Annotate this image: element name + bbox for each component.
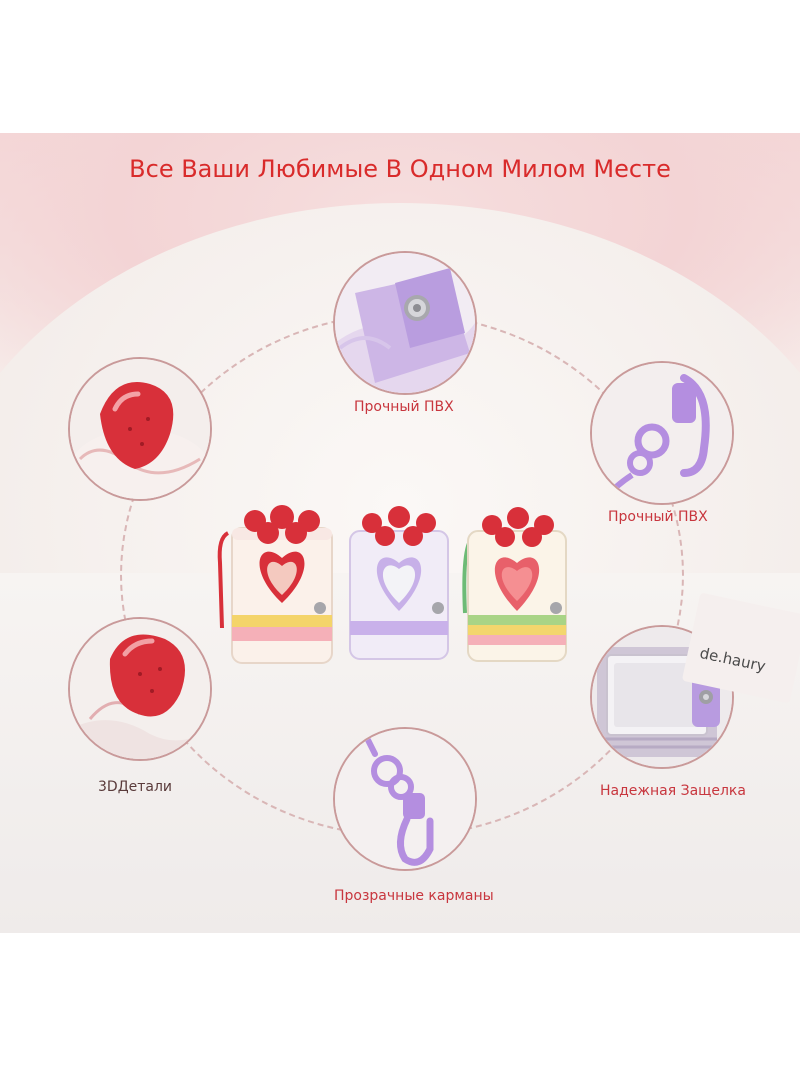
- detail-circle-strawberry-top: [68, 357, 212, 501]
- keychain-clasp-icon: [592, 363, 732, 503]
- label-right-top: Прочный ПВХ: [608, 509, 708, 525]
- album-watermelon: [462, 507, 567, 662]
- label-bottom: Прозрачные карманы: [334, 888, 494, 904]
- album-strawberry: [217, 505, 333, 664]
- label-right-bottom: Надежная Защелка: [600, 783, 746, 799]
- brand-text: de.haury: [698, 643, 768, 676]
- detail-circle-clasp: [590, 361, 734, 505]
- keychain-hook-icon: [335, 729, 475, 869]
- album-lavender: [349, 506, 449, 660]
- detail-circle-hook: [333, 727, 477, 871]
- detail-circle-pockets: [590, 625, 734, 769]
- snap-button-icon: [335, 253, 475, 393]
- headline: Все Ваши Любимые В Одном Милом Месте: [129, 155, 671, 183]
- product-photo: Все Ваши Любимые В Одном Милом Месте Про…: [0, 133, 800, 933]
- photo-albums-group: [217, 505, 567, 664]
- label-top: Прочный ПВХ: [354, 399, 454, 415]
- detail-circle-snap: [333, 251, 477, 395]
- strawberry-icon: [70, 359, 210, 499]
- detail-circle-strawberry-bottom: [68, 617, 212, 761]
- label-left-bottom: 3DДетали: [98, 779, 173, 795]
- strawberry-detail-icon: [70, 619, 210, 759]
- pocket-pages-icon: [592, 627, 732, 767]
